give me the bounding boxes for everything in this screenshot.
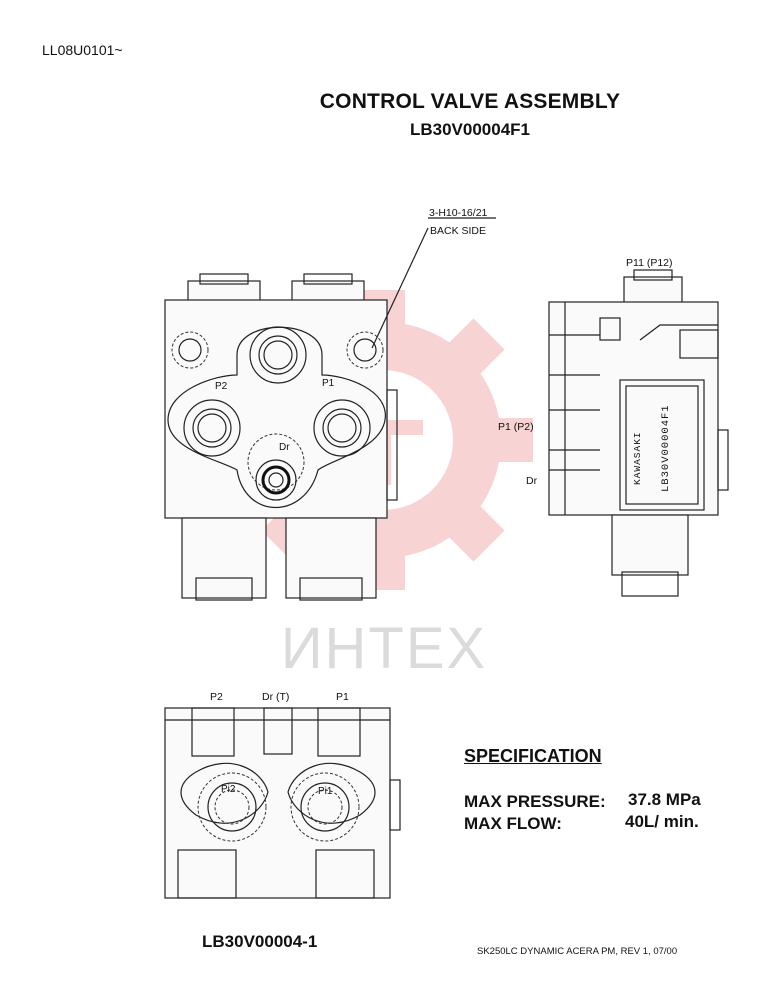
side-port-p1p2-label: P1 (P2) <box>498 421 534 433</box>
nameplate-part-label: LB30V00004F1 <box>660 404 672 492</box>
front-port-p2-label: P2 <box>215 381 228 392</box>
nameplate-maker-label: KAWASAKI <box>632 431 643 485</box>
footer-text: SK250LC DYNAMIC ACERA PM, REV 1, 07/00 <box>477 946 678 957</box>
top-port-dr-label: Dr (T) <box>262 691 289 703</box>
spec-value-pressure: 37.8 MPa <box>628 790 701 809</box>
pilot-pi1-label: Pi1 <box>318 786 333 797</box>
specification-heading: SPECIFICATION <box>464 746 602 766</box>
front-port-dr-label: Dr <box>279 442 290 453</box>
side-view: KAWASAKI LB30V00004F1 P11 (P12) P1 (P2) … <box>498 257 729 597</box>
side-port-top-label: P11 (P12) <box>626 257 673 269</box>
top-view: P2 Dr (T) P1 Pi2 Pi1 <box>164 691 401 899</box>
page-title: CONTROL VALVE ASSEMBLY <box>319 90 621 113</box>
top-port-p2-label: P2 <box>210 691 223 703</box>
spec-value-flow: 40L/ min. <box>625 812 699 831</box>
front-view: 3-H10-16/21 BACK SIDE P2 P1 Dr <box>164 207 496 601</box>
bottom-part-number: LB30V00004-1 <box>202 932 318 951</box>
spec-label-flow: MAX FLOW: <box>464 814 562 833</box>
doc-id: LL08U0101~ <box>42 42 123 58</box>
callout-thread-label: 3-H10-16/21 <box>429 207 488 219</box>
front-port-p1-label: P1 <box>322 378 335 389</box>
watermark-text: ИНТЕХ <box>281 616 487 681</box>
top-port-p1-label: P1 <box>336 691 349 703</box>
side-port-dr-label: Dr <box>526 475 538 487</box>
spec-label-pressure: MAX PRESSURE: <box>464 792 606 811</box>
callout-backside-label: BACK SIDE <box>430 225 486 237</box>
pilot-pi2-label: Pi2 <box>221 784 236 795</box>
part-number: LB30V00004F1 <box>409 120 531 139</box>
